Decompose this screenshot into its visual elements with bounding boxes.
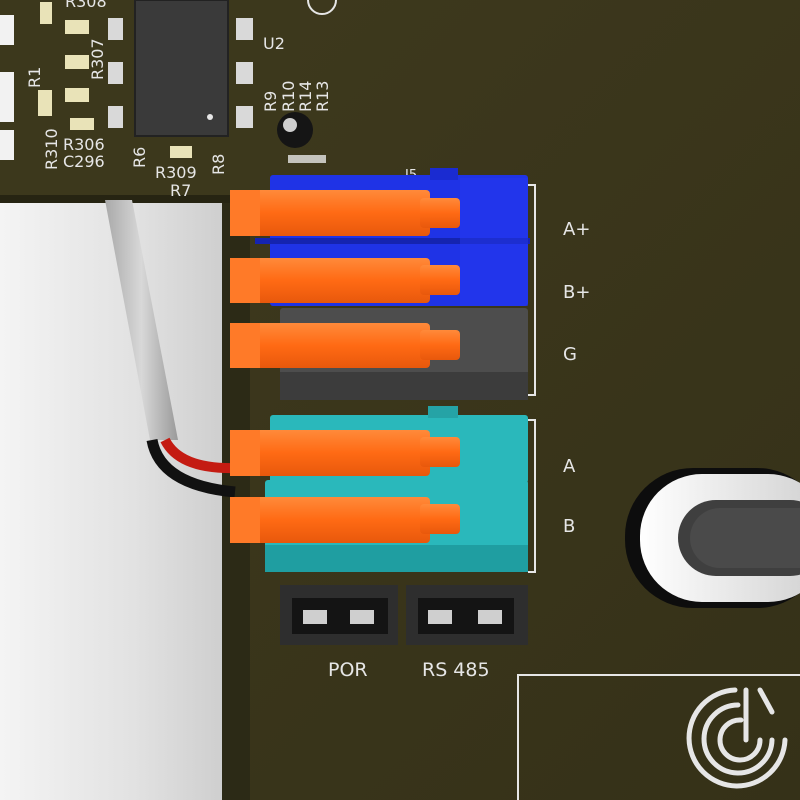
- silkscreen-outline-box: [517, 674, 800, 800]
- ref-r8: R8: [209, 154, 228, 175]
- ref-r14: R14: [296, 81, 315, 112]
- silkscreen-mark: [288, 155, 326, 163]
- ref-r310: R310: [42, 128, 61, 170]
- label-por: POR: [328, 659, 368, 681]
- silkscreen-ring: [307, 0, 337, 15]
- led-highlight: [283, 118, 297, 132]
- lever-a: [230, 430, 460, 476]
- label-a-plus: A+: [563, 219, 590, 240]
- jumper-rs485: [406, 585, 528, 645]
- ref-r6: R6: [130, 147, 149, 168]
- label-b-plus: B+: [563, 282, 590, 303]
- label-rs485: RS 485: [422, 659, 490, 681]
- ref-r7: R7: [170, 181, 191, 200]
- ref-u2: U2: [263, 34, 285, 53]
- ic-u2: [108, 0, 253, 137]
- ref-r307: R307: [88, 38, 107, 80]
- enclosure-top-edge: [0, 195, 255, 203]
- black-wire: [146, 438, 236, 498]
- label-g: G: [563, 344, 577, 365]
- lever-a-plus: [230, 190, 460, 236]
- ref-r10: R10: [279, 81, 298, 112]
- smd-components: [0, 2, 192, 160]
- ref-r9: R9: [261, 91, 280, 112]
- ref-r13: R13: [313, 81, 332, 112]
- spiral-c-logo-icon: [686, 687, 788, 789]
- ref-r308: R308: [65, 0, 107, 11]
- ref-r306: R306: [63, 135, 105, 154]
- ref-r309: R309: [155, 163, 197, 182]
- label-b: B: [563, 516, 575, 537]
- lever-b: [230, 497, 460, 543]
- status-led: [277, 112, 313, 148]
- terminal-labels: A+ B+ G A B: [563, 219, 590, 537]
- terminal-outline: [528, 184, 536, 573]
- red-wire: [160, 437, 239, 474]
- ref-r1: R1: [25, 67, 44, 88]
- lever-g: [230, 323, 460, 368]
- lever-b-plus: [230, 258, 460, 303]
- enclosure-wall: [0, 200, 222, 800]
- terminal-levers: [230, 190, 460, 543]
- jumper-por: [280, 585, 398, 645]
- mounting-slot: [625, 468, 800, 608]
- ref-c296: C296: [63, 152, 105, 171]
- signal-cable: [105, 200, 178, 440]
- label-a: A: [563, 456, 576, 477]
